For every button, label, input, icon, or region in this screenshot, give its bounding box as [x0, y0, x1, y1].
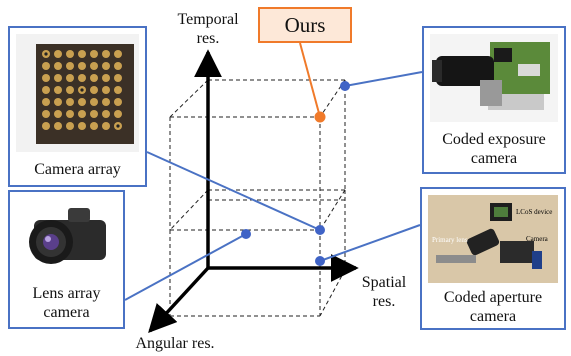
point-lens-array: [241, 229, 251, 239]
temporal-axis-label: Temporal res.: [177, 11, 239, 47]
angular-axis-label: Angular res.: [135, 335, 215, 352]
connector-coded-exposure: [344, 71, 423, 87]
coded-aperture-card: LCoS device Primary lens Camera Coded ap…: [420, 187, 566, 330]
coded-exposure-camera-photo: [430, 34, 558, 122]
lens-array-camera-photo: [16, 198, 119, 278]
camera-label: Camera: [526, 235, 549, 243]
angular-axis: [148, 266, 210, 334]
point-ours: [314, 111, 326, 123]
coded-exposure-card: Coded exposure camera: [422, 26, 566, 174]
lens-array-card: Lens array camera: [8, 190, 125, 329]
coded-aperture-camera-photo: LCoS device Primary lens Camera: [428, 195, 558, 283]
connector-camera-array: [146, 151, 321, 231]
ours-label-box: Ours: [258, 7, 352, 43]
coded-exposure-caption: Coded exposure camera: [442, 131, 546, 167]
lens-array-caption: Lens array camera: [32, 285, 101, 321]
lcos-device-label: LCoS device: [516, 208, 552, 216]
point-camera-array: [315, 225, 325, 235]
point-coded-aperture: [315, 256, 325, 266]
coded-aperture-caption: Coded aperture camera: [443, 289, 543, 325]
point-coded-exposure: [340, 81, 350, 91]
connector-ours: [299, 42, 321, 118]
connector-lens-array: [124, 233, 247, 301]
camera-array-card: Camera array: [8, 26, 147, 187]
camera-array-photo: [16, 34, 139, 152]
spatial-axis-label: Spatial res.: [361, 274, 407, 310]
connector-coded-aperture: [319, 224, 421, 262]
camera-array-caption: Camera array: [34, 161, 121, 178]
primary-lens-label: Primary lens: [432, 236, 468, 244]
